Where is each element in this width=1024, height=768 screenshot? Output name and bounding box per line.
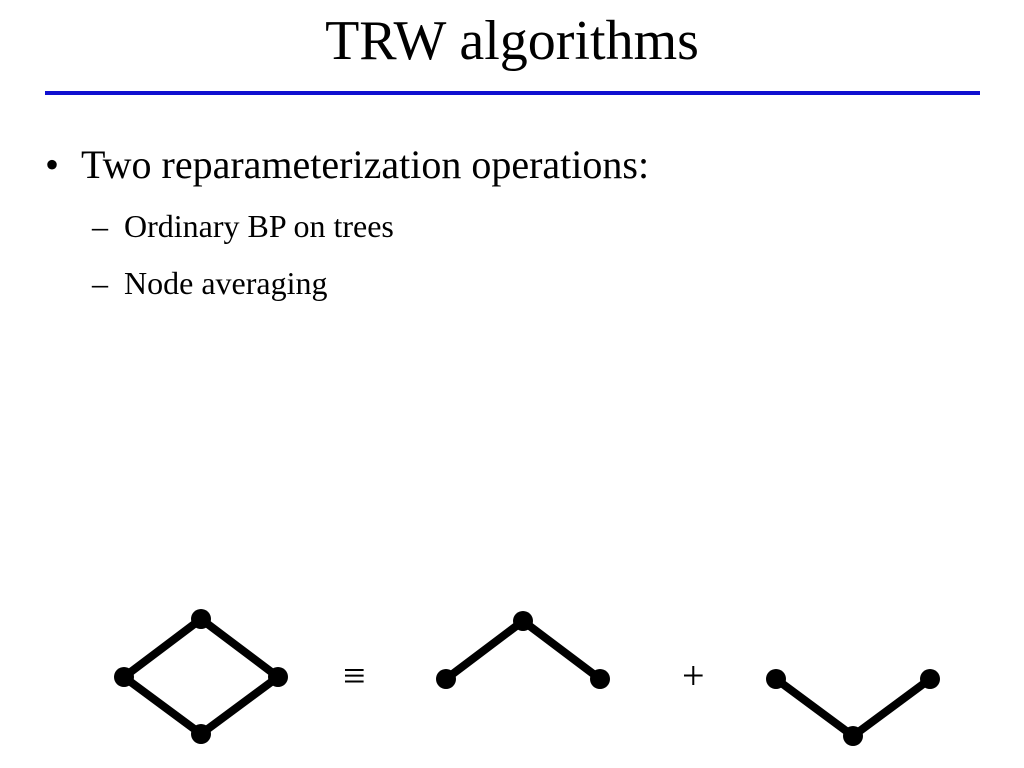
upper-tree [442, 617, 604, 683]
node [920, 669, 940, 689]
lower-tree-nodes [766, 669, 940, 746]
edge [120, 615, 205, 681]
edge [442, 617, 527, 683]
bullet-text: Two reparameterization operations: [81, 142, 650, 187]
node [191, 724, 211, 744]
graph-diagram [114, 609, 940, 746]
sub-marker: – [92, 208, 108, 244]
node [268, 667, 288, 687]
full-graph-cycle [120, 615, 282, 738]
sub-item-averaging: –Node averaging [92, 263, 327, 303]
sub-item-text: Ordinary BP on trees [124, 208, 394, 244]
edge [197, 615, 282, 681]
edge [197, 673, 282, 738]
node [191, 609, 211, 629]
node [513, 611, 533, 631]
node [766, 669, 786, 689]
slide-title: TRW algorithms [325, 10, 699, 72]
title-rule [45, 91, 980, 95]
sub-marker: – [92, 265, 108, 301]
edge [772, 675, 857, 740]
edge [519, 617, 604, 683]
plus-symbol: + [682, 653, 705, 698]
bullet-marker: • [45, 142, 60, 187]
upper-tree-nodes [436, 611, 610, 689]
node [843, 726, 863, 746]
node [590, 669, 610, 689]
edge [849, 675, 934, 740]
edge [120, 673, 205, 738]
sub-item-text: Node averaging [124, 265, 328, 301]
node [114, 667, 134, 687]
sub-item-bp: –Ordinary BP on trees [92, 206, 394, 246]
equivalence-symbol: ≡ [343, 653, 366, 698]
bullet-item: • Two reparameterization operations: [45, 140, 649, 190]
full-graph-nodes [114, 609, 288, 744]
node [436, 669, 456, 689]
lower-tree [772, 675, 934, 740]
